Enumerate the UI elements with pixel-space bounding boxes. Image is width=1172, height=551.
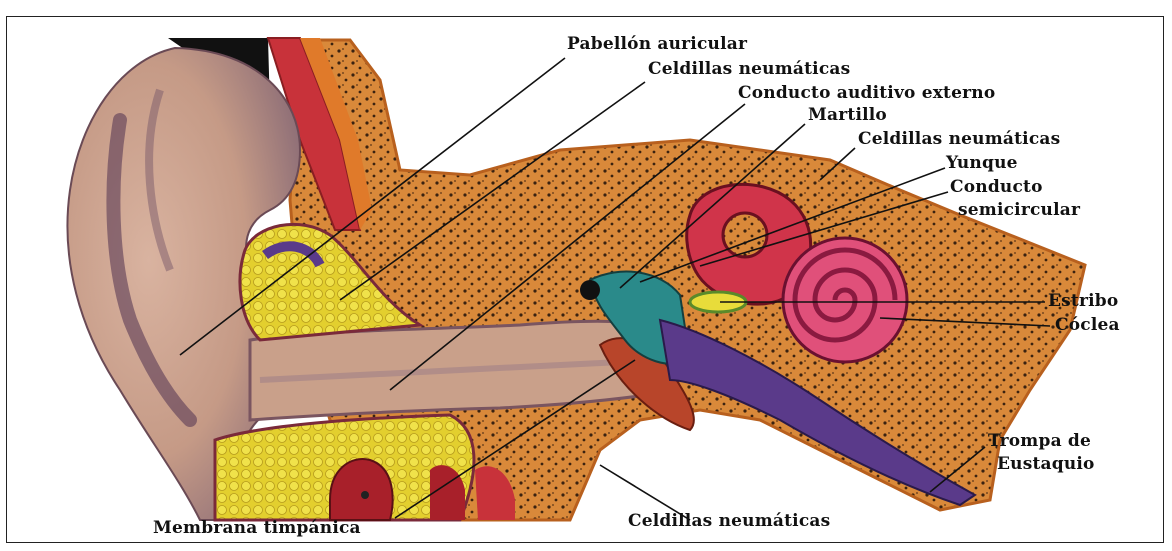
label-membrana-timpanica: Membrana timpánica: [153, 519, 361, 539]
label-conducto-semicircular-1: Conducto: [950, 178, 1043, 198]
label-pabellon-auricular: Pabellón auricular: [567, 35, 747, 55]
label-celdillas-neumaticas-top: Celdillas neumáticas: [648, 60, 850, 80]
label-celdillas-neumaticas-bottom: Celdillas neumáticas: [628, 512, 830, 532]
cochlea: [783, 238, 907, 362]
label-conducto-semicircular-2: semicircular: [958, 201, 1080, 221]
label-yunque: Yunque: [946, 154, 1018, 174]
label-trompa-2: Eustaquio: [997, 455, 1095, 475]
label-estribo: Estribo: [1048, 292, 1118, 312]
label-conducto-auditivo-externo: Conducto auditivo externo: [738, 84, 995, 104]
label-trompa-1: Trompa de: [988, 432, 1091, 452]
label-coclea: Cóclea: [1055, 316, 1120, 336]
label-celdillas-neumaticas-right: Celdillas neumáticas: [858, 130, 1060, 150]
label-martillo: Martillo: [808, 106, 887, 126]
